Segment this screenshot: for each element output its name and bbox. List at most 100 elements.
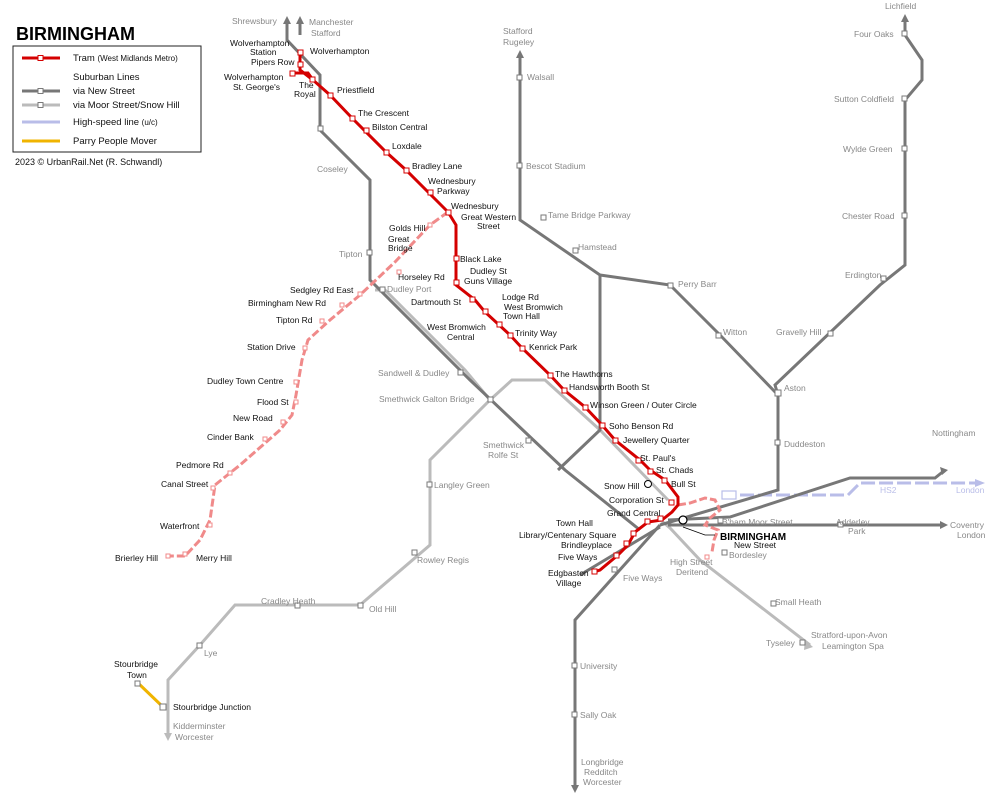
label-wolverhampton-station: Wolverhampton <box>230 38 290 48</box>
moor-street-station <box>717 517 724 524</box>
loxdale-stop <box>383 149 390 156</box>
label-brindleyplace: Brindleyplace <box>561 540 612 550</box>
snow-hill-interchange-icon <box>644 480 652 488</box>
label-soho-benson: Soho Benson Rd <box>609 421 674 431</box>
label-brierley-hill: Brierley Hill <box>115 553 158 563</box>
perry-barr-line <box>599 273 780 397</box>
planned-tram-stop-markers <box>165 222 710 560</box>
hamstead-station <box>572 247 579 254</box>
label-jewellery-quarter: Jewellery Quarter <box>623 435 690 445</box>
label-bordesley: Bordesley <box>729 550 768 560</box>
high-street-deritend-stop <box>704 554 710 560</box>
tame-bridge-station <box>540 214 547 221</box>
label-merry-hill: Merry Hill <box>196 553 232 563</box>
label-bull-st: Bull St <box>671 479 696 489</box>
handsworth-stop <box>561 387 568 394</box>
label-handsworth: Handsworth Booth St <box>569 382 650 392</box>
brierley-hill-stop <box>165 553 171 559</box>
label-edgbaston: Edgbaston <box>548 568 589 578</box>
label-west-brom-central: West Bromwich <box>427 322 486 332</box>
label-wednesbury-gws-2: Great Western <box>461 212 516 222</box>
rowley-regis-station <box>411 549 418 556</box>
brierley-hill-extension <box>168 210 449 558</box>
tram-main-line <box>298 52 680 574</box>
label-corporation-st: Corporation St <box>609 495 664 505</box>
label-walsall: Walsall <box>527 72 554 82</box>
label-wylde-green: Wylde Green <box>843 144 893 154</box>
label-stourbridge-town-2: Town <box>127 670 147 680</box>
sutton-coldfield-station <box>901 95 908 102</box>
label-st-georges: Wolverhampton <box>224 72 284 82</box>
label-birmingham-hub: BIRMINGHAM <box>720 532 786 543</box>
label-bilston: Bilston Central <box>372 122 427 132</box>
label-new-road: New Road <box>233 413 273 423</box>
label-tipton: Tipton <box>339 249 363 259</box>
wolverhampton-line <box>285 20 641 532</box>
label-sutton-coldfield: Sutton Coldfield <box>834 94 894 104</box>
label-bradley-lane: Bradley Lane <box>412 161 462 171</box>
label-manchester: Manchester <box>309 17 354 27</box>
label-chester-road: Chester Road <box>842 211 895 221</box>
label-coventry: Coventry <box>950 520 985 530</box>
map-credit: 2023 © UrbanRail.Net (R. Schwandl) <box>15 157 162 167</box>
label-wednesbury-gws-3: Street <box>477 221 500 231</box>
label-pedmore-rd: Pedmore Rd <box>176 460 224 470</box>
legend-new-street-station-icon <box>37 88 44 94</box>
label-dartmouth-st: Dartmouth St <box>411 297 462 307</box>
witton-station <box>715 332 722 339</box>
horseley-rd-stop <box>396 269 402 275</box>
label-wolverhampton-station-2: Station <box>250 47 277 57</box>
dartmouth-st-stop <box>469 296 476 303</box>
label-witton: Witton <box>723 327 747 337</box>
legend-high-speed-note: (u/c) <box>142 118 158 127</box>
label-flood-st: Flood St <box>257 397 289 407</box>
label-smethwick-rolfe: Smethwick <box>483 440 525 450</box>
label-west-brom-central-2: Central <box>447 332 475 342</box>
label-dudley-town: Dudley Town Centre <box>207 376 284 386</box>
lye-station <box>196 642 203 649</box>
town-hall-stop <box>644 518 651 525</box>
label-adderley-2: Park <box>848 526 866 536</box>
tipton-station <box>366 249 373 256</box>
label-stafford-top: Stafford <box>311 28 341 38</box>
station-drive-stop <box>302 345 308 351</box>
perry-barr-station <box>667 282 674 289</box>
bescot-station <box>516 162 523 169</box>
smethwick-galton-station <box>487 396 494 403</box>
stourbridge-junction-station <box>159 703 167 711</box>
label-university: University <box>580 661 618 671</box>
label-aston: Aston <box>784 383 806 393</box>
wolverhampton-station-stop <box>297 49 304 56</box>
label-town-hall: Town Hall <box>556 518 593 528</box>
rail-station-markers <box>134 30 908 718</box>
st-georges-stop <box>289 70 296 77</box>
sandwell-dudley-station <box>457 369 464 376</box>
label-five-ways-tram: Five Ways <box>558 552 597 562</box>
golds-hill-stop <box>427 222 433 228</box>
label-stourbridge-junction: Stourbridge Junction <box>173 702 251 712</box>
wednesbury-gws-stop <box>445 209 452 216</box>
label-edgbaston-2: Village <box>556 578 582 588</box>
st-chads-stop <box>647 468 654 475</box>
label-waterfront: Waterfront <box>160 521 200 531</box>
cradley-heath-station <box>294 602 301 609</box>
label-wednesbury-gws: Wednesbury <box>451 201 499 211</box>
cross-city-south-line <box>573 523 662 790</box>
rugeley-arrow-icon <box>516 50 524 58</box>
st-pauls-stop <box>635 457 642 464</box>
label-the-crescent: The Crescent <box>358 108 410 118</box>
tram-extension-lines <box>168 210 722 558</box>
label-shrewsbury: Shrewsbury <box>232 16 278 26</box>
trinity-way-stop <box>507 332 514 339</box>
legend-tram-label: Tram <box>73 53 95 64</box>
station-labels: Shrewsbury Manchester Stafford Stafford … <box>114 1 986 787</box>
pedmore-rd-stop <box>227 470 233 476</box>
stratford-arrow-icon <box>804 640 813 650</box>
label-black-lake: Black Lake <box>460 254 502 264</box>
label-the-royal-2: Royal <box>294 89 316 99</box>
label-the-hawthorns: The Hawthorns <box>555 369 613 379</box>
label-snow-hill: Snow Hill <box>604 481 640 491</box>
label-redditch: Redditch <box>584 767 618 777</box>
label-great-bridge: Great <box>388 234 410 244</box>
label-cinder-bank: Cinder Bank <box>207 432 255 442</box>
